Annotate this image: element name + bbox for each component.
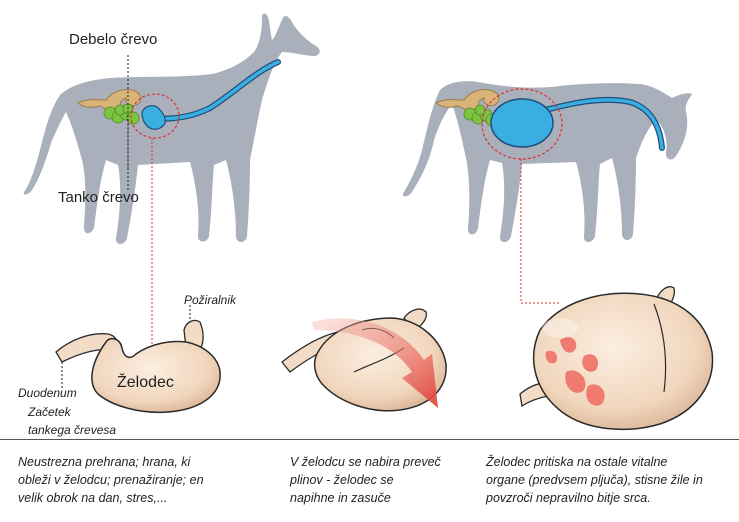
label-small-intestine-start-1: Začetek xyxy=(28,405,71,419)
rotation-arrow xyxy=(312,318,438,408)
label-duodenum: Duodenum xyxy=(18,386,77,400)
dilated-pale-area xyxy=(542,318,578,338)
caption-right-line-1: Želodec pritiska na ostale vitalne xyxy=(486,455,668,469)
caption-right-line-3: povzroči nepravilno bitje srca. xyxy=(486,491,651,505)
stomach-twisting xyxy=(281,308,447,412)
dog-right-stomach-highlight-ring xyxy=(481,88,563,160)
stomach-dilated xyxy=(519,286,714,431)
stomach-normal xyxy=(55,319,221,414)
caption-middle-line-1: V želodcu se nabira preveč xyxy=(290,455,441,469)
dog-left-intestine-tube-inner xyxy=(148,60,280,121)
caption-middle-line-2: plinov - želodec se xyxy=(290,473,394,487)
stomach-normal-body xyxy=(91,337,221,414)
dog-left xyxy=(23,13,320,345)
caption-left-line-1: Neustrezna prehrana; hrana, ki xyxy=(18,455,191,469)
caption-right: Želodec pritiska na ostale vitalne organ… xyxy=(486,453,736,507)
dilated-lesions xyxy=(545,337,605,406)
dog-left-stomach-highlight-ring xyxy=(130,93,180,139)
caption-left-line-2: obleži v želodcu; prenažiranje; en xyxy=(18,473,204,487)
caption-left: Neustrezna prehrana; hrana, ki obleži v … xyxy=(18,453,268,507)
caption-middle: V želodcu se nabira preveč plinov - želo… xyxy=(290,453,470,507)
dog-right-intestine-tube-inner xyxy=(543,98,664,150)
dog-left-stomach xyxy=(141,105,166,130)
stomach-dilated-body xyxy=(532,292,714,431)
dog-right-large-intestine xyxy=(435,89,500,112)
caption-left-line-3: velik obrok na dan, stres,... xyxy=(18,491,168,505)
dog-right-bloated-stomach xyxy=(490,98,554,148)
dog-right xyxy=(402,81,692,304)
caption-right-line-2: organe (predvsem pljuča), stisne žile in xyxy=(486,473,703,487)
label-small-intestine-start-2: tankega črevesa xyxy=(28,423,117,437)
dog-left-silhouette xyxy=(23,13,320,244)
dog-left-small-intestine xyxy=(103,103,140,125)
label-esophagus: Požiralnik xyxy=(184,293,237,307)
label-large-intestine: Debelo črevo xyxy=(69,31,158,48)
dilated-fold-line xyxy=(653,303,667,393)
stomach-twisting-body xyxy=(313,317,447,412)
label-small-intestine: Tanko črevo xyxy=(58,189,139,206)
caption-middle-line-3: napihne in zasuče xyxy=(290,491,391,505)
caption-divider xyxy=(0,439,739,440)
leader-right-to-stomach xyxy=(520,159,560,304)
label-stomach: Želodec xyxy=(117,374,174,391)
